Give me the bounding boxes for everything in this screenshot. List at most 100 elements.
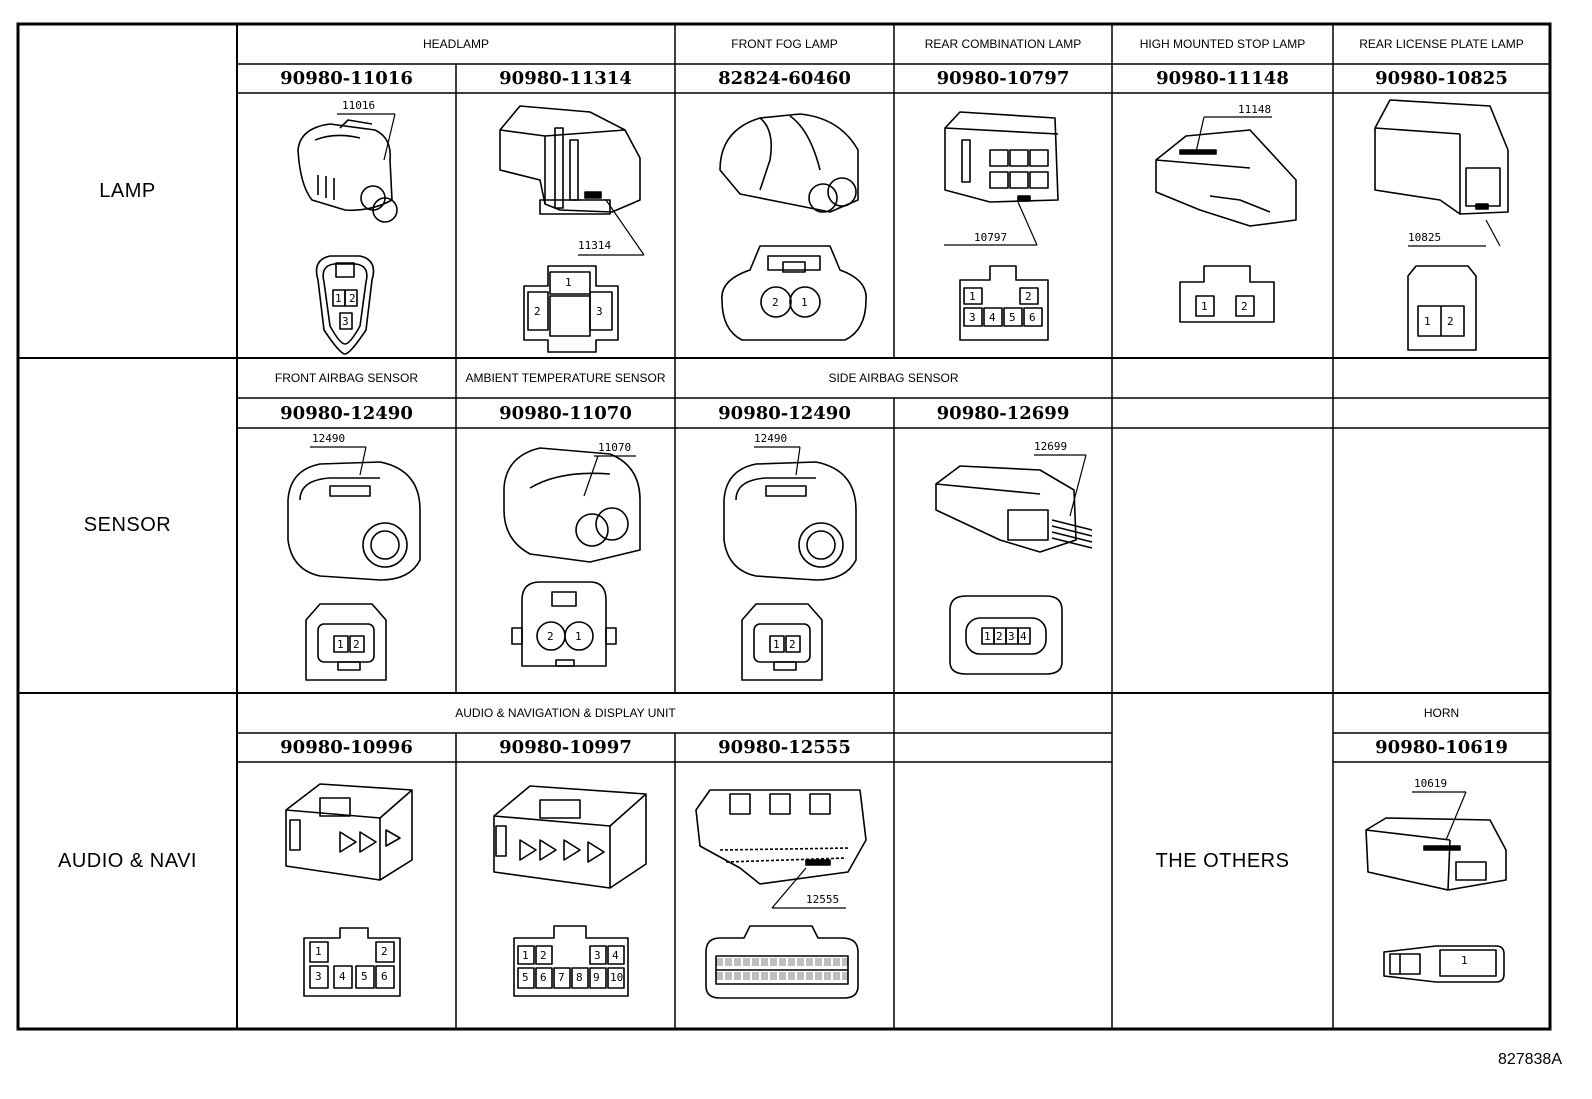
header-horn: HORN [1423, 706, 1460, 720]
part-number-90980-10996: 90980-10996 [280, 737, 413, 758]
pin-number: 3 [1008, 630, 1015, 643]
callout-11070: 11070 [598, 441, 632, 454]
category-lamp: LAMP [99, 179, 156, 202]
part-number-90980-12490: 90980-12490 [280, 402, 413, 424]
connector-10997-face [513, 925, 629, 997]
pin-number: 1 [335, 292, 342, 305]
header-side-airbag-sensor: SIDE AIRBAG SENSOR [828, 371, 959, 385]
pin-number: 6 [381, 970, 388, 983]
callout-12699: 12699 [1034, 440, 1068, 453]
header-rear-license-plate-lamp: REAR LICENSE PLATE LAMP [1359, 37, 1524, 51]
pin-number: 1 [1424, 315, 1431, 328]
pin-number: 2 [1241, 300, 1248, 313]
connector-12490-front-face [305, 603, 387, 681]
part-number-90980-11016: 90980-11016 [280, 68, 413, 89]
header-ambient-temperature-sensor: AMBIENT TEMPERATURE SENSOR [465, 371, 666, 385]
pin-number: 6 [540, 971, 547, 984]
pin-number: 1 [522, 949, 529, 962]
connector-12555-drawing [695, 789, 867, 909]
pin-number: 1 [773, 638, 780, 651]
part-number-90980-12555: 90980-12555 [718, 737, 851, 758]
part-number-90980-10997: 90980-10997 [499, 737, 632, 758]
category-the-others: THE OTHERS [1155, 849, 1290, 872]
pin-number: 2 [1447, 315, 1454, 328]
pin-number: 6 [1029, 311, 1036, 324]
callout-10825: 10825 [1408, 231, 1442, 244]
connector-12699-drawing [935, 454, 1093, 553]
part-number-90980-12699: 90980-12699 [936, 402, 1070, 424]
connector-12490-front-drawing [287, 446, 421, 581]
pin-number: 2 [772, 296, 779, 309]
header-headlamp: HEADLAMP [422, 37, 490, 51]
connector-10996-face [303, 927, 401, 997]
connector-10996-drawing [285, 783, 413, 881]
part-number-90980-12490-side: 90980-12490 [718, 402, 851, 424]
callout-10619: 10619 [1414, 777, 1448, 790]
pin-number: 2 [996, 630, 1003, 643]
connector-60460-drawing [719, 113, 859, 213]
pin-number: 1 [984, 630, 991, 643]
connector-11148-face [1179, 265, 1275, 323]
pin-number: 8 [576, 971, 583, 984]
pin-number: 2 [349, 292, 356, 305]
pin-number: 5 [522, 971, 529, 984]
figure-id: 827838A [1497, 1051, 1562, 1068]
pin-number: 3 [315, 970, 322, 983]
pin-number: 4 [612, 949, 619, 962]
pin-number: 2 [789, 638, 796, 651]
pin-number: 5 [361, 970, 368, 983]
part-number-82824-60460: 82824-60460 [718, 68, 851, 89]
connector-11016-drawing [297, 113, 398, 223]
pin-number: 4 [1020, 630, 1027, 643]
connector-11314-drawing [499, 105, 645, 256]
pin-number: 5 [1009, 311, 1016, 324]
pin-number: 1 [565, 276, 572, 289]
part-number-90980-11148: 90980-11148 [1156, 68, 1289, 89]
pin-number: 1 [315, 945, 322, 958]
pin-number: 1 [575, 630, 582, 643]
connector-11148-drawing [1155, 116, 1297, 227]
category-sensor: SENSOR [83, 514, 172, 536]
header-front-airbag-sensor: FRONT AIRBAG SENSOR [274, 371, 419, 385]
part-number-90980-11314: 90980-11314 [499, 68, 632, 89]
pin-number: 2 [353, 638, 360, 651]
pin-number: 1 [1201, 300, 1208, 313]
header-audio-navigation-display-unit: AUDIO & NAVIGATION & DISPLAY UNIT [455, 706, 676, 720]
pin-number: 3 [596, 305, 603, 318]
pin-number: 2 [381, 945, 388, 958]
pin-number: 9 [593, 971, 600, 984]
header-high-mounted-stop-lamp: HIGH MOUNTED STOP LAMP [1139, 37, 1306, 51]
part-number-90980-10825: 90980-10825 [1375, 68, 1508, 89]
callout-12490-front: 12490 [312, 432, 346, 445]
pin-number: 4 [339, 970, 346, 983]
part-number-90980-11070: 90980-11070 [499, 402, 632, 424]
pin-number: 1 [801, 296, 808, 309]
pin-number: 2 [540, 949, 547, 962]
pin-number: 3 [342, 315, 349, 328]
category-audio-navi: AUDIO & NAVI [58, 849, 197, 872]
connector-12490-side-face [741, 603, 823, 681]
connector-12490-side-drawing [723, 446, 857, 581]
connector-10619-drawing [1365, 791, 1507, 891]
connector-10619-face [1383, 945, 1505, 983]
callout-12555: 12555 [806, 893, 840, 906]
callout-11016: 11016 [342, 99, 376, 112]
pin-number: 1 [1461, 954, 1468, 967]
connector-10997-drawing [493, 785, 647, 889]
callout-11314: 11314 [578, 239, 612, 252]
pin-number: 1 [337, 638, 344, 651]
callout-11148: 11148 [1238, 103, 1272, 116]
connector-11070-face [511, 581, 617, 667]
pin-number: 7 [558, 971, 565, 984]
part-number-90980-10797: 90980-10797 [936, 68, 1070, 89]
connector-12699-face [949, 595, 1063, 675]
connector-10797-drawing [944, 111, 1059, 246]
pin-number: 2 [534, 305, 541, 318]
pin-number: 10 [610, 971, 624, 984]
connector-60460-face [721, 245, 867, 341]
connector-12555-face [705, 925, 859, 999]
pin-number: 2 [547, 630, 554, 643]
